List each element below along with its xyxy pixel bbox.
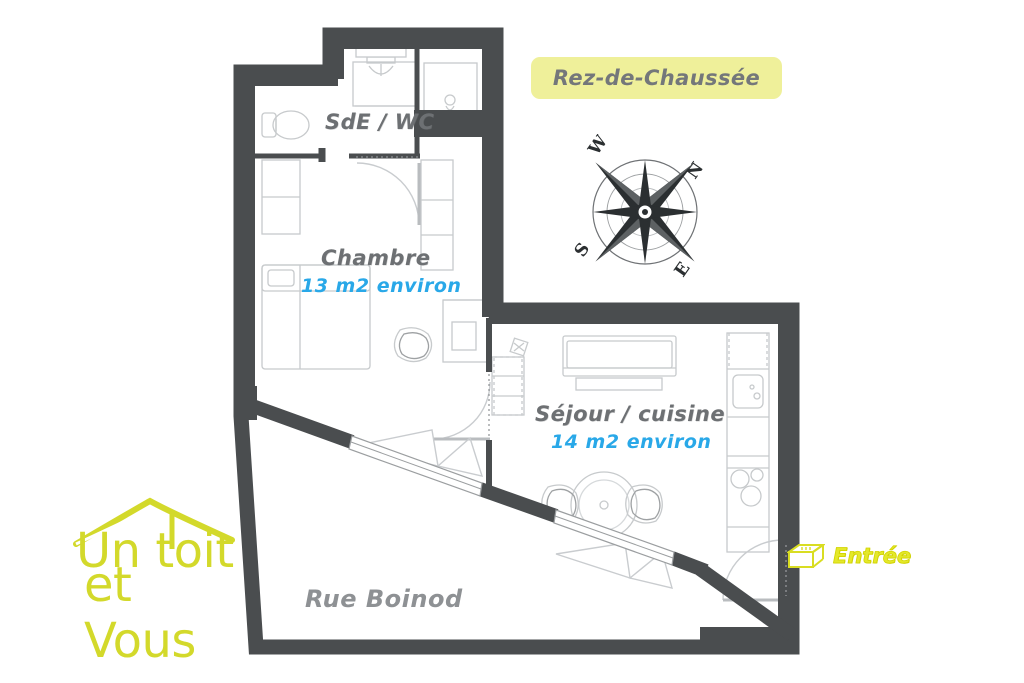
- window-casement-chambre-b: [436, 436, 484, 477]
- house-roof-icon: [73, 497, 235, 549]
- window-chambre: [348, 435, 483, 497]
- window-band-group: [348, 435, 675, 566]
- floor-level-badge: Rez-de-Chaussée: [531, 57, 782, 99]
- jamb-entrance-top: [780, 536, 789, 545]
- toilet-fixture: [261, 110, 310, 140]
- wall-diagonal-a: [244, 397, 355, 449]
- entrance-marker: Entrée: [787, 543, 912, 569]
- wall-layer: [233, 27, 800, 655]
- compass-label-w: W: [584, 134, 612, 160]
- logo-line-2: et Vous: [84, 557, 196, 669]
- floor-level-label: Rez-de-Chaussée: [552, 66, 761, 90]
- wall-corner-tl: [241, 72, 255, 88]
- room-label-sde-wc: SdE / WC: [325, 110, 435, 134]
- street-label: Rue Boinod: [305, 585, 463, 613]
- door-icon: [787, 544, 825, 568]
- washbasin-fixture: [352, 56, 418, 107]
- jamb-entrance-bottom: [780, 596, 789, 605]
- compass-label-e: E: [671, 259, 695, 281]
- room-area-sejour-cuisine: 14 m2 environ: [551, 431, 712, 453]
- room-label-sejour-cuisine: Séjour / cuisine: [535, 402, 726, 426]
- compass-icon: W N S E: [571, 131, 708, 281]
- wall-shower-block: [414, 110, 489, 137]
- compass-label-s: S: [571, 239, 594, 261]
- room-label-chambre: Chambre: [321, 246, 431, 270]
- entrance-label: Entrée: [833, 544, 912, 569]
- compass-rose: W N S E: [566, 131, 724, 286]
- compass-label-n: N: [683, 159, 708, 183]
- living-kitchen-furniture: [491, 332, 770, 553]
- wall-corner-jog: [241, 386, 257, 420]
- agency-logo: Un toit et Vous: [72, 497, 236, 669]
- wall-diagonal-d: [695, 563, 797, 641]
- logo-line-1: Un toit: [76, 523, 234, 579]
- wall-diagonal-b: [477, 482, 559, 523]
- window-casement-sejour-b: [628, 550, 673, 589]
- window-casement-sejour-a: [555, 542, 631, 580]
- bedroom-furniture: [261, 159, 492, 370]
- room-area-chambre: 13 m2 environ: [301, 275, 462, 297]
